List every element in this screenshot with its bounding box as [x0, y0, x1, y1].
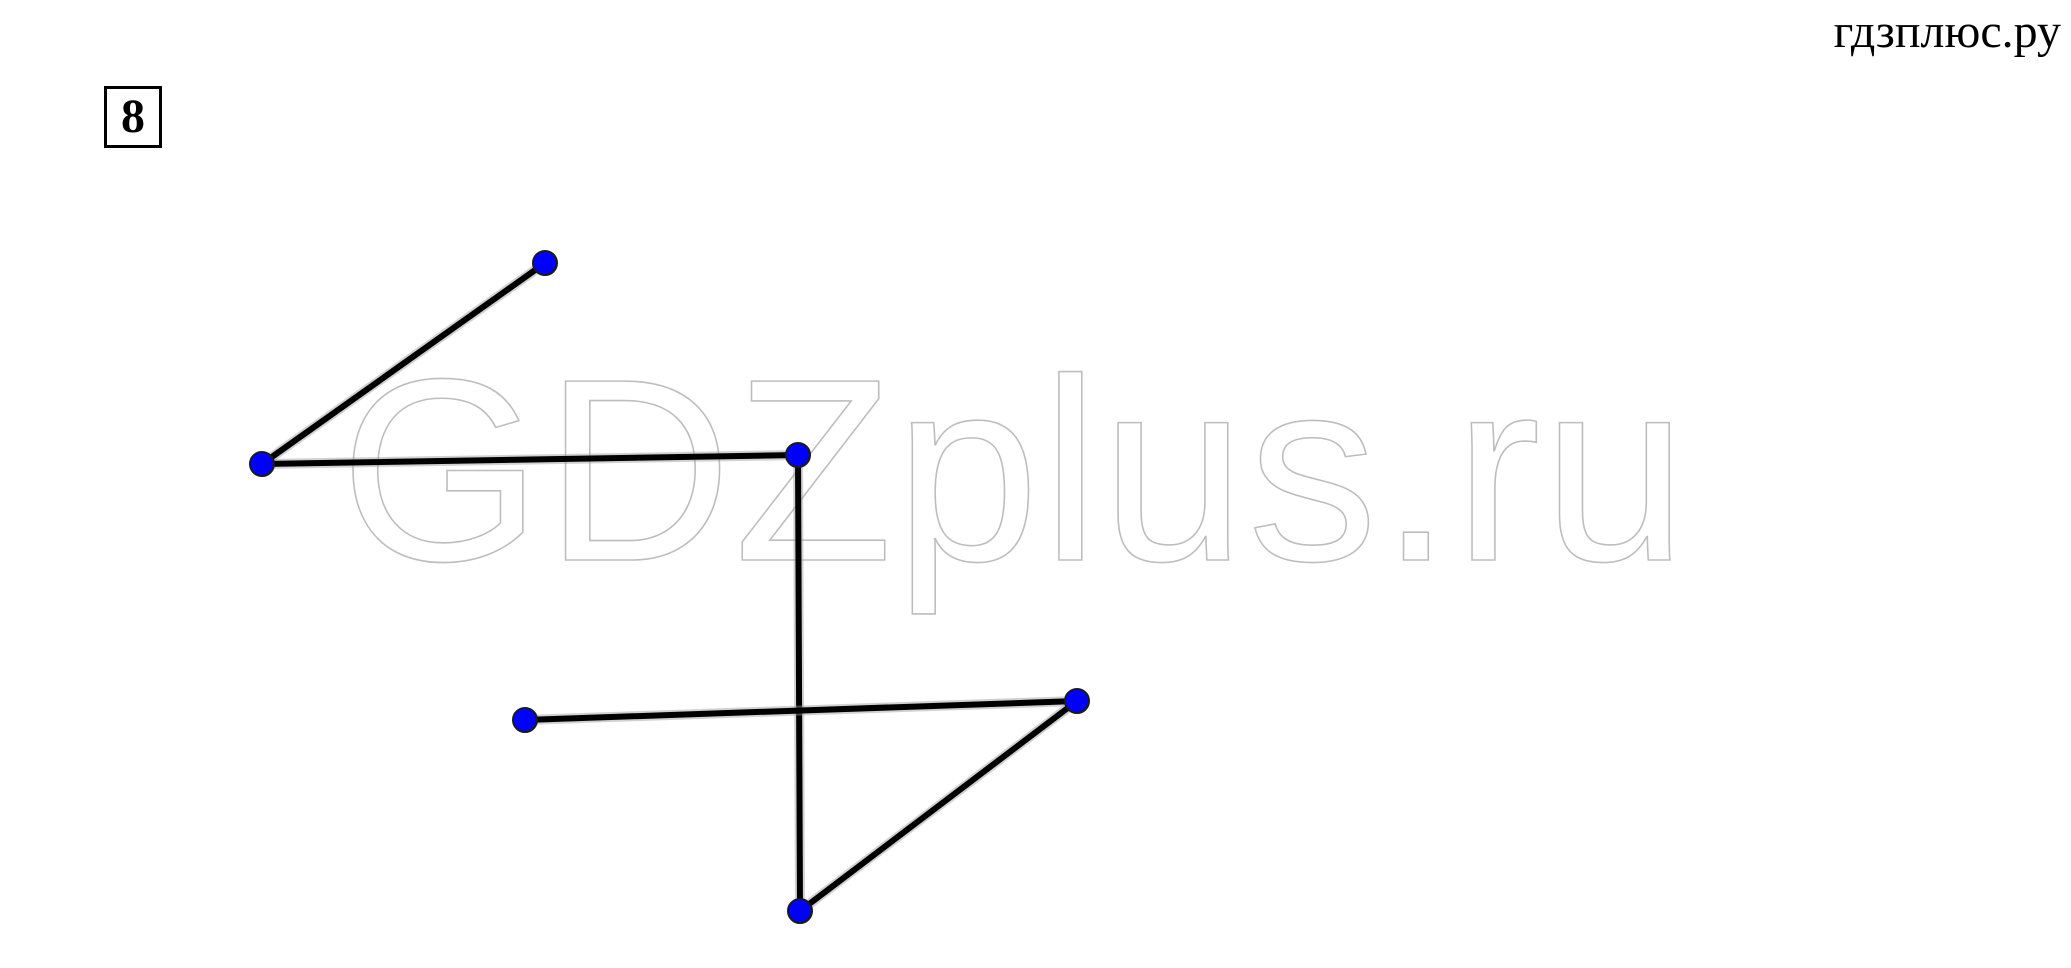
vertex-point-5 [1064, 688, 1090, 714]
segments-group [257, 258, 1082, 916]
segment-1 [259, 260, 548, 467]
vertices-group [249, 250, 1090, 924]
segment-5 [522, 698, 1080, 723]
vertex-point-1 [532, 250, 558, 276]
site-label: гдзплюс.ру [1833, 5, 2061, 58]
vertex-point-4 [787, 898, 813, 924]
segment-3 [795, 452, 803, 914]
watermark-text: GDZplus.ru [340, 326, 1689, 617]
segment-4 [797, 698, 1080, 914]
segment-2 [259, 452, 801, 467]
vertex-point-2 [249, 451, 275, 477]
vertex-point-6 [512, 707, 538, 733]
problem-number-badge: 8 [104, 86, 162, 148]
vertex-point-3 [785, 442, 811, 468]
